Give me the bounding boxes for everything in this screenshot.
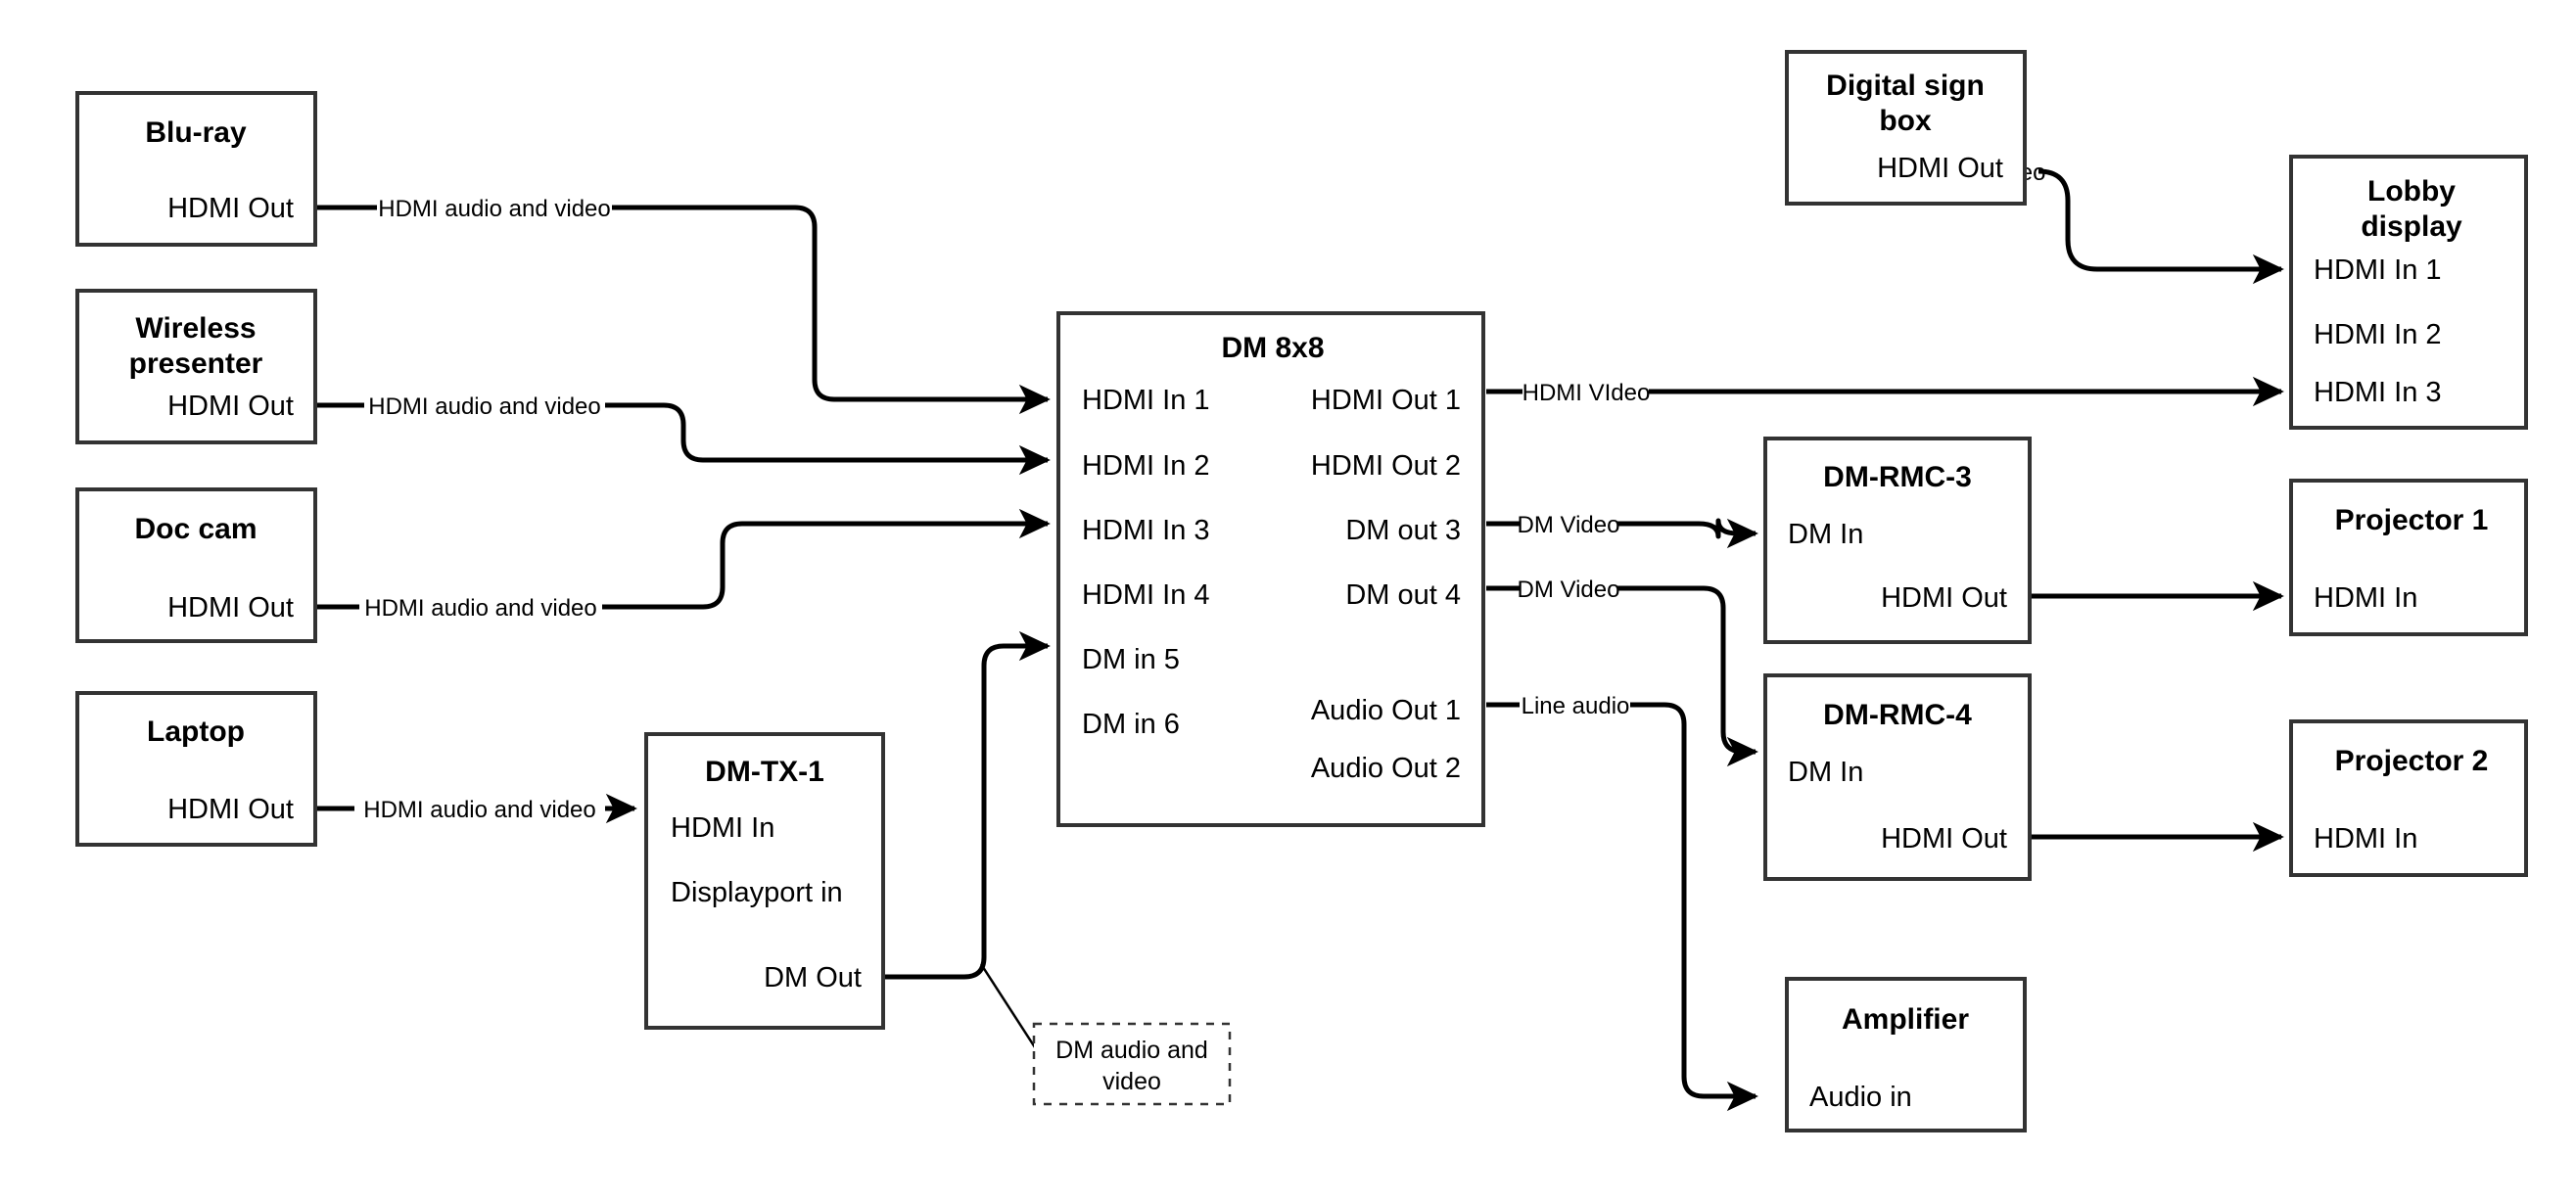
node-doc-cam-title: Doc cam — [134, 513, 257, 545]
node-doc-cam-port-hdmi-out: HDMI Out — [167, 592, 294, 624]
node-dm-8x8-output-audio-out-2: Audio Out 2 — [1311, 753, 1461, 784]
node-amplifier-port-audio-in: Audio in — [1809, 1082, 1912, 1113]
node-laptop-title: Laptop — [147, 716, 245, 748]
node-wireless-presenter-title-line2: presenter — [129, 347, 263, 380]
node-dm-rmc-3-port-hdmi-out: HDMI Out — [1881, 582, 2007, 614]
node-laptop-port-hdmi-out: HDMI Out — [167, 794, 294, 825]
node-bluray-title: Blu-ray — [145, 116, 247, 149]
node-dm-8x8-output-dm-out-3: DM out 3 — [1345, 515, 1461, 546]
node-wireless-presenter-port-hdmi-out: HDMI Out — [167, 391, 294, 422]
node-projector-2[interactable]: Projector 2 HDMI In — [2289, 719, 2528, 877]
node-projector-1-title: Projector 1 — [2335, 504, 2489, 536]
wire-layer — [198, 168, 2281, 1096]
node-lobby-display-port-hdmi-in-1: HDMI In 1 — [2314, 254, 2442, 286]
node-dm-tx-1-port-displayport-in: Displayport in — [671, 877, 843, 908]
edge-dm8x8-to-dmrmc3 — [1486, 521, 1756, 536]
edge-label-doccam: HDMI audio and video — [364, 595, 596, 622]
node-lobby-display-title-line1: Lobby — [2367, 175, 2456, 208]
edge-dm8x8-to-dmrmc4 — [1486, 585, 1756, 752]
node-dm-8x8-input-dm-in-5: DM in 5 — [1082, 644, 1180, 675]
node-dm-tx-1-port-dm-out: DM Out — [764, 962, 862, 993]
node-wireless-presenter-rect[interactable] — [75, 289, 317, 444]
node-dm-8x8-output-hdmi-out-1: HDMI Out 1 — [1311, 385, 1461, 416]
annotation-note-rect — [1032, 1022, 1232, 1106]
node-dm-8x8-input-hdmi-in-3: HDMI In 3 — [1082, 515, 1210, 546]
edge-dm8x8-to-amplifier — [1486, 702, 1756, 1096]
node-dm-8x8-input-hdmi-in-4: HDMI In 4 — [1082, 579, 1210, 611]
node-digital-sign-box-title-line1: Digital sign — [1826, 69, 1985, 102]
node-wireless-presenter-title-line1: Wireless — [135, 312, 256, 345]
node-amplifier[interactable]: Amplifier Audio in — [1785, 977, 2027, 1132]
edge-label-hdmi-video-out1: HDMI VIdeo — [1522, 380, 1651, 406]
annotation-note-line2: video — [1102, 1068, 1161, 1095]
node-dm-rmc-3-title: DM-RMC-3 — [1823, 461, 1972, 493]
node-lobby-display-port-hdmi-in-3: HDMI In 3 — [2314, 377, 2442, 408]
node-dm-rmc-4-port-dm-in: DM In — [1788, 757, 1863, 788]
node-bluray-port-hdmi-out: HDMI Out — [167, 193, 294, 224]
node-doc-cam[interactable]: Doc cam HDMI Out — [75, 487, 317, 643]
node-dm-8x8-input-dm-in-6: DM in 6 — [1082, 709, 1180, 740]
node-projector-1-rect[interactable] — [2289, 479, 2528, 636]
node-lobby-display[interactable]: Lobby display HDMI In 1 HDMI In 2 HDMI I… — [2289, 155, 2528, 430]
node-lobby-display-rect[interactable] — [2289, 155, 2528, 430]
edge-label-line-audio: Line audio — [1522, 693, 1630, 719]
note-leader-line — [979, 963, 1046, 1062]
node-laptop[interactable]: Laptop HDMI Out — [75, 691, 317, 847]
node-dm-rmc-4[interactable]: DM-RMC-4 DM In HDMI Out — [1763, 673, 2032, 881]
edge-bluray-to-dm8x8 — [198, 205, 1048, 399]
node-dm-8x8-input-hdmi-in-1: HDMI In 1 — [1082, 385, 1210, 416]
annotation-note-dm-audio-video: DM audio and video — [1032, 1022, 1232, 1106]
node-digital-sign-box[interactable]: Digital sign box HDMI Out — [1785, 50, 2027, 206]
node-projector-2-rect[interactable] — [2289, 719, 2528, 877]
node-dm-tx-1-rect[interactable] — [644, 732, 885, 1030]
node-projector-2-port-hdmi-in: HDMI In — [2314, 823, 2417, 855]
edge-dmtx1-to-dm8x8 — [883, 630, 1051, 980]
node-doc-cam-rect[interactable] — [75, 487, 317, 643]
annotation-note-line1: DM audio and — [1055, 1037, 1208, 1064]
node-dm-tx-1-title: DM-TX-1 — [705, 756, 824, 788]
node-lobby-display-port-hdmi-in-2: HDMI In 2 — [2314, 319, 2442, 350]
node-dm-8x8-output-audio-out-1: Audio Out 1 — [1311, 695, 1461, 726]
node-laptop-rect[interactable] — [75, 691, 317, 847]
node-dm-8x8-title: DM 8x8 — [1221, 332, 1324, 364]
node-dm-rmc-4-title: DM-RMC-4 — [1823, 699, 1972, 731]
node-dm-rmc-3-port-dm-in: DM In — [1788, 519, 1863, 550]
edge-doccam-to-dm8x8 — [198, 524, 1048, 610]
node-projector-1-port-hdmi-in: HDMI In — [2314, 582, 2417, 614]
node-dm-rmc-4-port-hdmi-out: HDMI Out — [1881, 823, 2007, 855]
node-dm-8x8[interactable]: DM 8x8 HDMI In 1 HDMI In 2 HDMI In 3 HDM… — [1056, 311, 1485, 827]
node-amplifier-title: Amplifier — [1842, 1003, 1969, 1036]
edge-label-dm-video-out4: DM Video — [1518, 577, 1620, 603]
node-wireless-presenter[interactable]: Wireless presenter HDMI Out — [75, 289, 317, 444]
node-bluray[interactable]: Blu-ray HDMI Out — [75, 91, 317, 247]
edge-wireless-to-dm8x8 — [198, 402, 1048, 460]
node-dm-rmc-3[interactable]: DM-RMC-3 DM In HDMI Out — [1763, 437, 2032, 644]
node-dm-rmc-3-rect[interactable] — [1763, 437, 2032, 644]
node-dm-tx-1[interactable]: DM-TX-1 HDMI In Displayport in DM Out — [644, 732, 885, 1030]
node-digital-sign-box-port-hdmi-out: HDMI Out — [1877, 153, 2003, 184]
edge-label-laptop: HDMI audio and video — [363, 797, 595, 823]
node-lobby-display-title-line2: display — [2361, 210, 2462, 243]
node-dm-rmc-4-rect[interactable] — [1763, 673, 2032, 881]
edge-label-wireless: HDMI audio and video — [368, 393, 600, 420]
edge-label-dm-video-out3: DM Video — [1518, 512, 1620, 538]
node-bluray-rect[interactable] — [75, 91, 317, 247]
edge-label-bluray: HDMI audio and video — [378, 196, 610, 222]
node-dm-8x8-rect[interactable] — [1056, 311, 1485, 827]
node-projector-2-title: Projector 2 — [2335, 745, 2489, 777]
node-dm-8x8-output-hdmi-out-2: HDMI Out 2 — [1311, 450, 1461, 482]
node-projector-1[interactable]: Projector 1 HDMI In — [2289, 479, 2528, 636]
node-dm-8x8-output-dm-out-4: DM out 4 — [1345, 579, 1461, 611]
node-digital-sign-box-title-line2: box — [1879, 105, 1932, 137]
node-amplifier-rect[interactable] — [1785, 977, 2027, 1132]
node-dm-8x8-input-hdmi-in-2: HDMI In 2 — [1082, 450, 1210, 482]
node-digital-sign-box-rect[interactable] — [1785, 50, 2027, 206]
node-dm-tx-1-port-hdmi-in: HDMI In — [671, 812, 774, 844]
